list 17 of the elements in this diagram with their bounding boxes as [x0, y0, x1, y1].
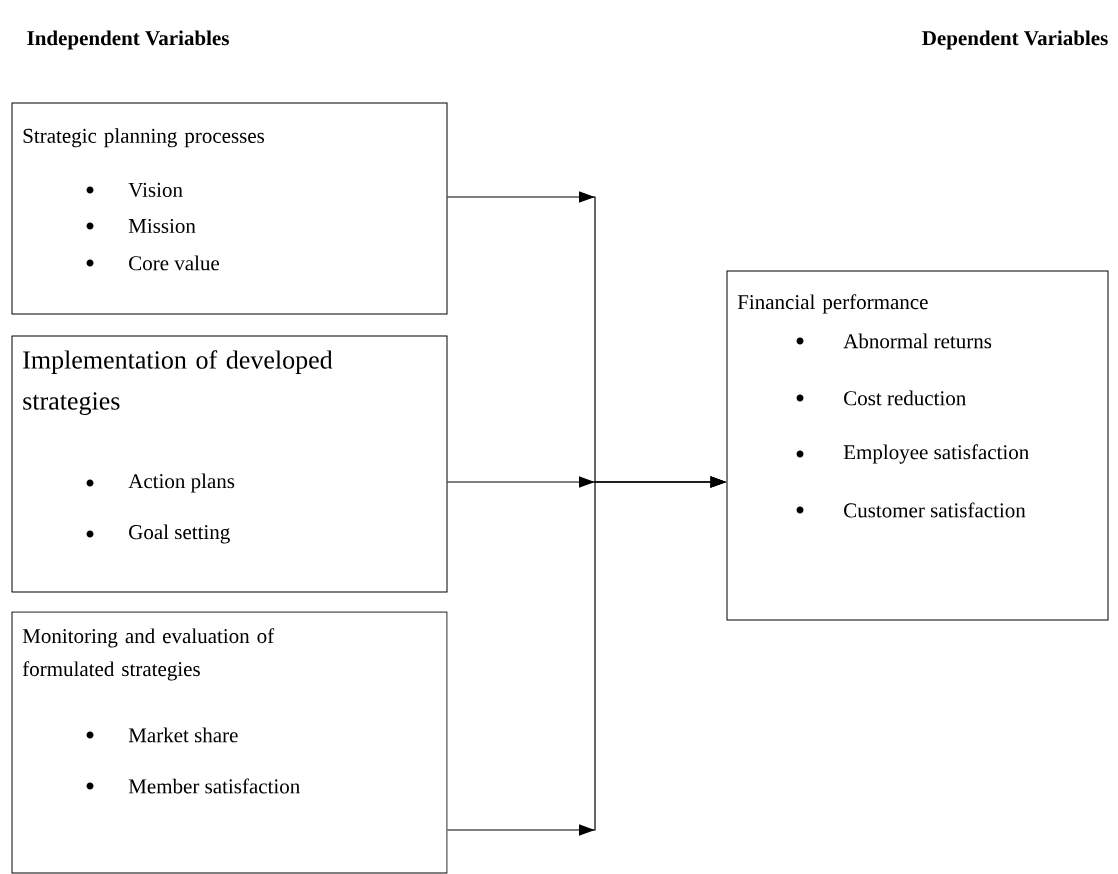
box-heading: Implementation of developed strategies: [23, 350, 333, 416]
box-heading: Strategic planning processes: [23, 128, 265, 148]
box-heading: Financial performance: [737, 294, 928, 314]
box-heading: Monitoring and evaluation of formulated strategies: [22, 628, 275, 681]
bullet-item: Cost reduction: [796, 390, 966, 406]
bullet-item: Mission: [86, 218, 196, 234]
column-heading: Dependent Variables: [922, 30, 1108, 50]
bullet-item: Customer satisfaction: [796, 502, 1026, 518]
bullet-item: Core value: [86, 255, 220, 271]
bullet-item: Market share: [86, 727, 238, 743]
column-heading: Independent Variables: [27, 30, 229, 50]
bullet-item: Abnormal returns: [796, 333, 992, 349]
bullet-item: Goal setting: [86, 524, 230, 544]
bullet-item: Action plans: [86, 473, 235, 493]
bullet-item: Vision: [86, 182, 183, 198]
bullet-item: Employee satisfaction: [796, 444, 1029, 464]
bullet-item: Member satisfaction: [86, 778, 300, 794]
